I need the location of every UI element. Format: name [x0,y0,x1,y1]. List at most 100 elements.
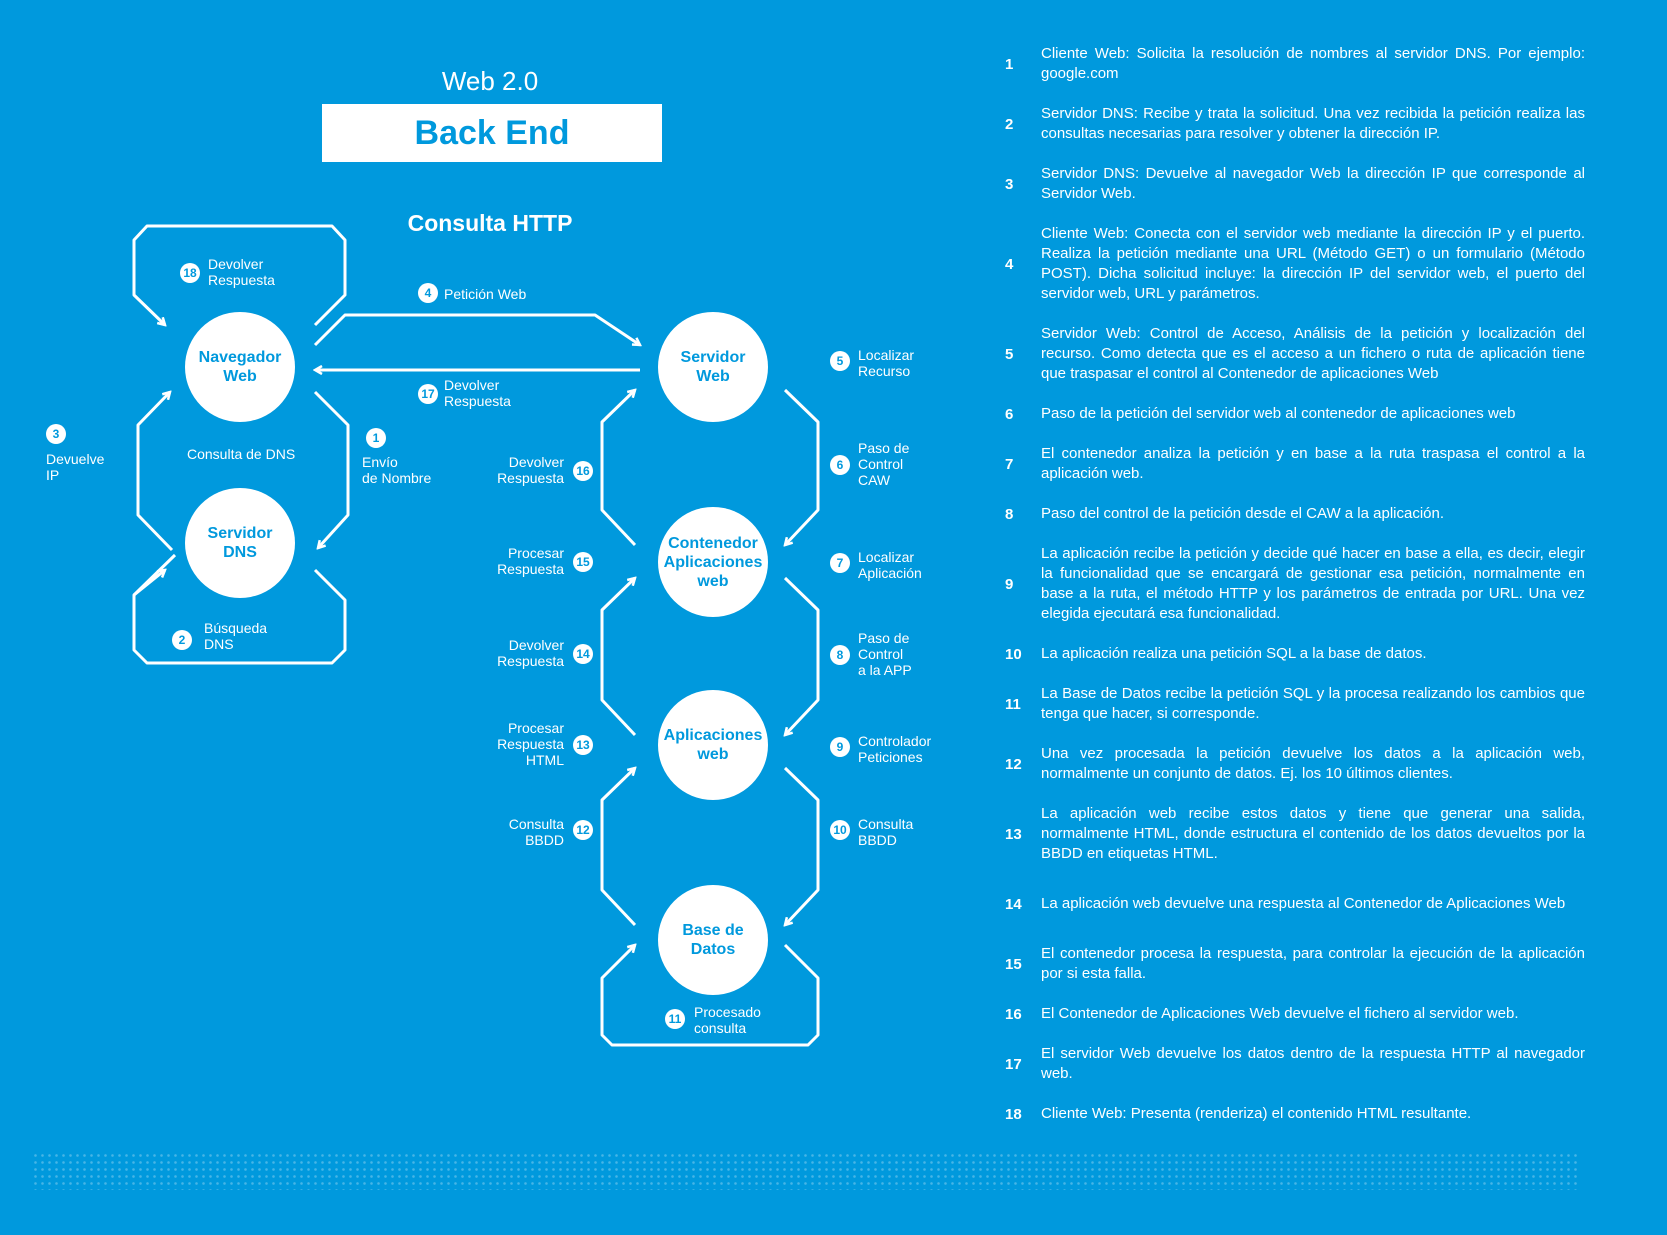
number-badge: 6 [830,455,850,475]
step-item: 2 Servidor DNS: Recibe y trata la solicit… [1005,104,1585,144]
arrow-18 [132,224,347,325]
step-item: 17 El servidor Web devuelve los datos den… [1005,1044,1585,1084]
step-text: Servidor DNS: Recibe y trata la solicitu… [1041,105,1585,142]
number-badge: 7 [830,553,850,573]
page-title-text: Back End [414,113,570,152]
label-step-10: Consulta BBDD [858,816,914,848]
number-badge: 14 [573,644,593,664]
step-number: 8 [1005,505,1014,523]
label-step-16: Devolver Respuesta [497,454,564,486]
step-number: 18 [1005,1105,1022,1123]
arrow-6 [785,388,820,545]
label-step-2: Búsqueda DNS [204,620,268,652]
node-contenedor: Contenedor Aplicaciones web [658,507,768,617]
step-number: 12 [1005,755,1022,773]
label-step-18: Devolver Respuesta [208,256,275,288]
step-text: Servidor Web: Control de Acceso, Análisi… [1041,325,1585,382]
subtitle-web20: Web 2.0 [441,66,539,96]
arrow-2-head [133,570,165,597]
step-number: 11 [1005,695,1021,713]
step-text: El Contenedor de Aplicaciones Web devuel… [1041,1005,1519,1022]
label-step-11: Procesado consulta [694,1004,761,1036]
step-number: 10 [1005,645,1022,663]
step-number: 1 [1005,55,1014,73]
label-step-12: Consulta BBDD [508,816,564,848]
step-text: La Base de Datos recibe la petición SQL … [1041,685,1585,722]
arrow-8 [785,576,820,735]
step-item: 9 La aplicación recibe la petición y deci… [1005,544,1585,624]
number-badge: 10 [830,820,850,840]
step-text: El contenedor analiza la petición y en b… [1041,445,1585,482]
number-badge: 11 [665,1009,685,1029]
step-text: La aplicación recibe la petición y decid… [1041,545,1585,622]
step-item: 4 Cliente Web: Conecta con el servidor we… [1005,224,1585,304]
page-title: Back End [322,104,662,162]
step-item: 12 Una vez procesada la petición devuelve… [1005,744,1585,784]
number-badge: 12 [573,820,593,840]
node-base-datos: Base de Datos [658,885,768,995]
step-number: 13 [1005,825,1022,843]
step-text: La aplicación web recibe estos datos y t… [1041,805,1585,862]
diagram-title: Consulta HTTP [407,210,573,236]
label-step-13: Procesar Respuesta HTML [497,720,564,768]
number-badge: 1 [366,428,386,448]
number-badge: 16 [573,461,593,481]
label-step-5: Localizar Recurso [858,347,915,379]
arrow-1 [313,390,350,548]
label-step-1: Envío de Nombre [362,454,432,486]
step-item: 5 Servidor Web: Control de Acceso, Anális… [1005,324,1585,384]
step-item: 3 Servidor DNS: Devuelve al navegador Web… [1005,164,1585,204]
number-badge: 15 [573,552,593,572]
label-step-9: Controlador Peticiones [858,733,932,765]
number-badge: 17 [418,384,438,404]
step-item: 13 La aplicación web recibe estos datos y… [1005,804,1585,864]
step-item: 14 La aplicación web devuelve una respues… [1005,884,1585,924]
label-step-4: Petición Web [444,286,527,302]
label-step-8: Paso de Control a la APP [858,630,912,678]
step-number: 4 [1005,255,1014,273]
number-badge: 18 [180,263,200,283]
step-text: La aplicación realiza una petición SQL a… [1041,645,1427,662]
arrow-4 [313,313,640,345]
step-text: Una vez procesada la petición devuelve l… [1041,745,1585,782]
label-step-14: Devolver Respuesta [497,637,564,669]
step-text: La aplicación web devuelve una respuesta… [1041,895,1566,912]
number-badge: 8 [830,645,850,665]
step-number: 6 [1005,405,1014,423]
step-number: 15 [1005,955,1022,973]
number-badge: 4 [418,283,438,303]
step-item: 10 La aplicación realiza una petición SQL… [1005,644,1585,664]
number-badge: 3 [46,424,66,444]
step-number: 7 [1005,455,1014,473]
label-consulta-dns: Consulta de DNS [187,446,296,462]
step-number: 14 [1005,895,1022,913]
step-text: Paso del control de la petición desde el… [1041,505,1445,522]
label-step-7: Localizar Aplicación [858,549,922,581]
diagram-arrows [132,224,820,1047]
step-item: 11 La Base de Datos recibe la petición SQ… [1005,684,1585,724]
step-number: 3 [1005,175,1014,193]
arrow-12 [600,768,635,927]
step-text: Cliente Web: Conecta con el servidor web… [1041,225,1585,302]
label-step-17: Devolver Respuesta [444,377,511,409]
step-text: Servidor DNS: Devuelve al navegador Web … [1041,165,1585,202]
step-number: 9 [1005,575,1014,593]
step-item: 7 El contenedor analiza la petición y en … [1005,444,1585,484]
step-number: 2 [1005,115,1014,133]
label-step-6: Paso de Control CAW [858,440,910,488]
step-item: 8 Paso del control de la petición desde e… [1005,504,1585,524]
label-step-3: Devuelve IP [46,451,105,483]
step-text: El servidor Web devuelve los datos dentr… [1041,1045,1585,1082]
arrow-2 [132,553,347,665]
step-item: 6 Paso de la petición del servidor web al… [1005,404,1585,424]
step-number: 5 [1005,345,1014,363]
step-text: Paso de la petición del servidor web al … [1041,405,1516,422]
arrow-11 [600,945,820,1047]
step-number: 17 [1005,1055,1022,1073]
arrow-3 [136,392,174,552]
arrow-16 [600,390,635,547]
